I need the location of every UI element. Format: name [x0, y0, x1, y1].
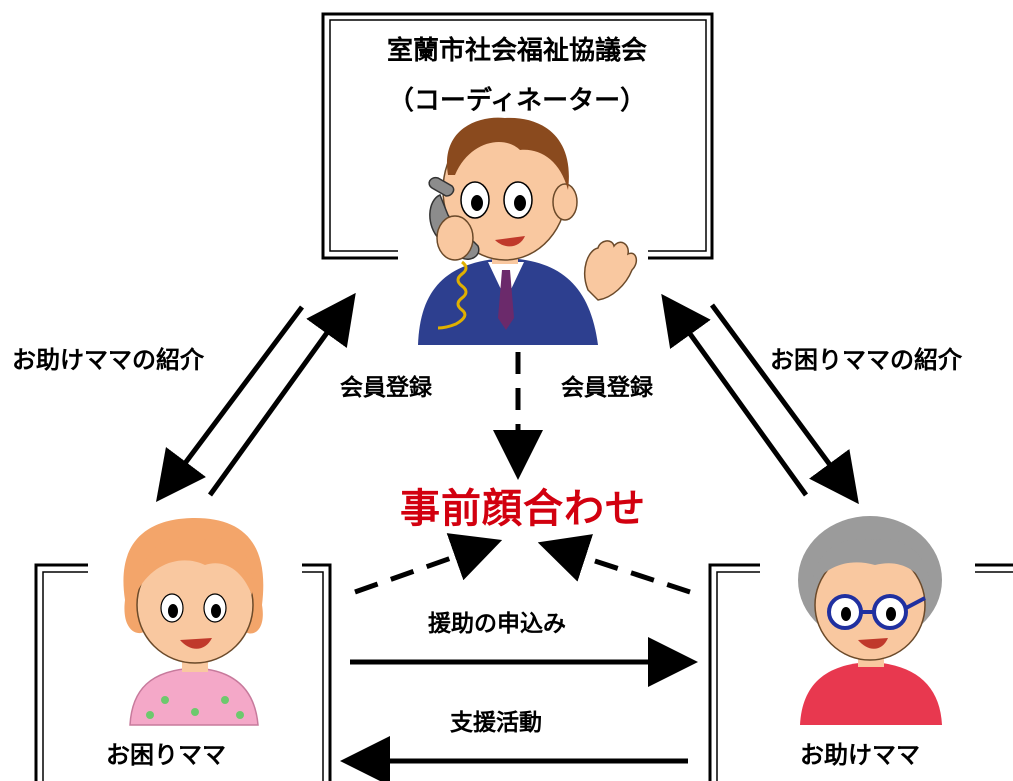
arrow-helper-register [661, 293, 809, 497]
coordinator-on-phone-icon [418, 117, 638, 345]
helper-name: お助けママ [800, 741, 920, 769]
label-register-right: 会員登録 [561, 375, 653, 401]
helper-box [708, 563, 1013, 781]
organization-box [321, 12, 714, 260]
label-intro-to-client: お助けママの紹介 [12, 346, 204, 374]
label-register-left: 会員登録 [340, 375, 432, 401]
client-name: お困りママ [106, 741, 226, 769]
label-request: 援助の申込み [428, 611, 566, 637]
client-box [34, 563, 332, 781]
label-support: 支援活動 [450, 710, 542, 736]
arrow-client-to-meeting [354, 533, 503, 595]
organization-role: （コーディネーター） [387, 86, 647, 116]
arrow-client-register [207, 292, 356, 497]
arrow-intro-to-client [156, 305, 305, 503]
organization-name: 室蘭市社会福祉協議会 [386, 36, 647, 66]
arrow-helper-to-meeting [537, 534, 691, 595]
label-intro-to-helper: お困りママの紹介 [770, 346, 962, 374]
elderly-woman-icon [798, 516, 942, 725]
young-mother-icon [123, 518, 264, 726]
arrow-intro-to-helper [709, 303, 859, 505]
label-pre-meeting: 事前顔合わせ [400, 486, 646, 532]
